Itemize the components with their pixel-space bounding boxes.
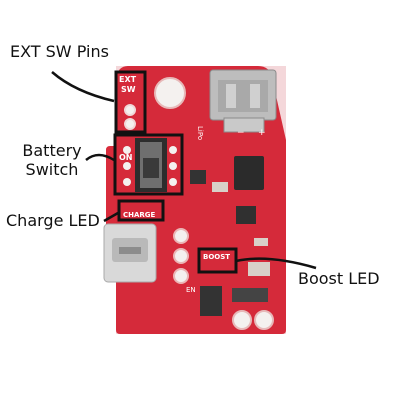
charge-led-highlight-box bbox=[117, 199, 165, 222]
silkscreen-ext: EXT bbox=[119, 75, 137, 84]
silkscreen-en: EN bbox=[186, 286, 196, 294]
ext-sw-pins-label: EXT SW Pins bbox=[10, 42, 109, 61]
jst-connector bbox=[209, 69, 277, 133]
silkscreen-charge: CHARGE bbox=[123, 211, 156, 219]
charge-led-leader-line bbox=[103, 211, 119, 223]
battery-switch-highlight-box bbox=[113, 133, 184, 196]
ext-sw-leader-line bbox=[51, 71, 115, 103]
inductor bbox=[236, 206, 256, 224]
silkscreen-on: ON bbox=[119, 153, 133, 162]
ext-sw-holes bbox=[124, 104, 136, 130]
diode bbox=[200, 286, 222, 316]
boost-led-label: Boost LED bbox=[298, 269, 380, 288]
smd-part bbox=[248, 262, 270, 276]
silkscreen-plus: + bbox=[258, 128, 266, 138]
smd-part bbox=[190, 170, 206, 184]
battery-switch bbox=[123, 138, 177, 192]
silkscreen-minus: − bbox=[237, 128, 245, 138]
battery-switch-label-line1: Battery bbox=[22, 141, 82, 160]
smd-part bbox=[254, 238, 268, 246]
smd-part bbox=[232, 288, 268, 302]
mounting-hole bbox=[232, 310, 252, 330]
boost-led-leader-line bbox=[235, 257, 317, 270]
smd-part bbox=[212, 182, 228, 192]
silkscreen-sw: SW bbox=[121, 85, 136, 94]
micro-usb-port bbox=[103, 223, 157, 283]
battery-switch-label-line2: Switch bbox=[25, 160, 79, 179]
charge-led-label: Charge LED bbox=[6, 211, 100, 230]
battery-switch-label: Battery Switch bbox=[18, 141, 86, 179]
silkscreen-lipo: LiPo bbox=[196, 126, 204, 140]
ic-chip bbox=[234, 156, 264, 190]
header-pads bbox=[173, 228, 189, 284]
mounting-hole bbox=[254, 310, 274, 330]
battery-switch-leader-line bbox=[85, 153, 115, 162]
ext-sw-highlight-box bbox=[114, 70, 147, 134]
mounting-hole bbox=[154, 77, 186, 109]
silkscreen-boost: BOOST bbox=[203, 253, 230, 261]
